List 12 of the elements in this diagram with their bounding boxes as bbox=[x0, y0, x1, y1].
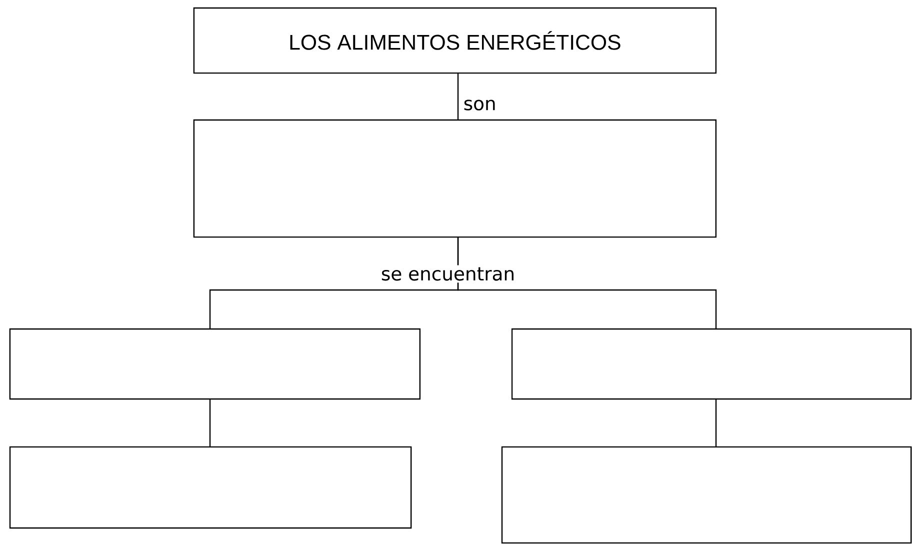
empty-box bbox=[193, 119, 717, 238]
edge-label: se encuentran bbox=[378, 265, 518, 283]
empty-box bbox=[501, 446, 912, 544]
empty-box bbox=[511, 328, 912, 400]
edge-label: son bbox=[461, 98, 498, 112]
empty-box bbox=[9, 446, 412, 529]
connector-line bbox=[209, 398, 211, 447]
title-box: LOS ALIMENTOS ENERGÉTICOS bbox=[193, 7, 717, 74]
empty-box bbox=[9, 328, 421, 400]
connector-line bbox=[457, 237, 717, 330]
connector-line bbox=[715, 398, 717, 447]
connector-line bbox=[457, 73, 459, 120]
